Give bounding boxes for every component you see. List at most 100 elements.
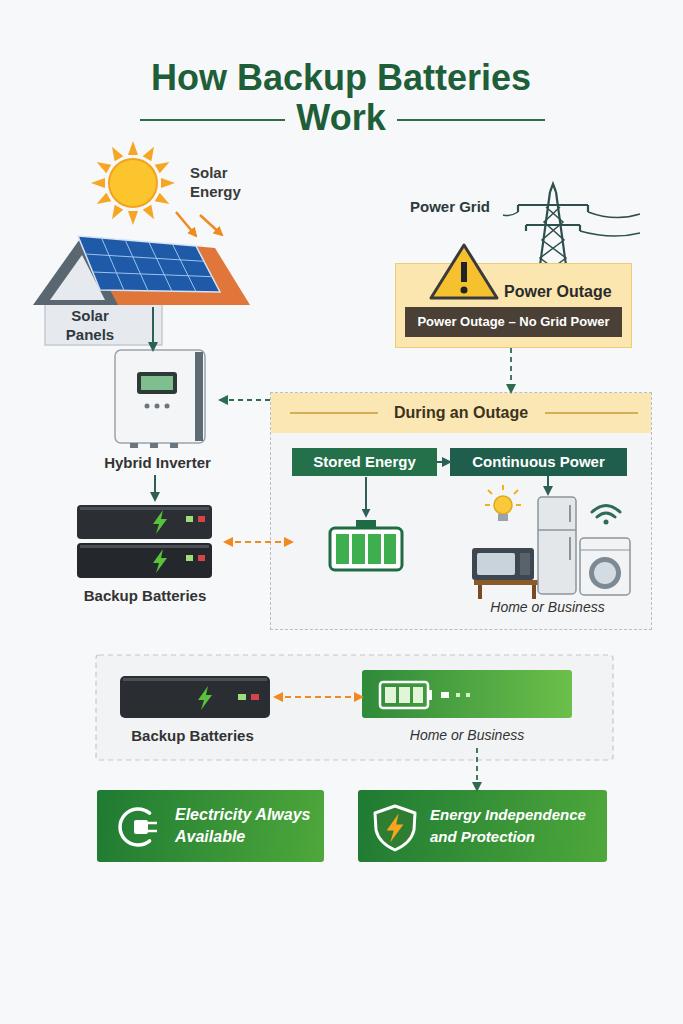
power-tower [580, 231, 640, 236]
battery-module-node: Backup Batteries [110, 670, 275, 748]
summary-panel [96, 655, 613, 760]
outage-box: Power OutagePower Outage – No Grid Power [395, 263, 632, 348]
stored-energy: Stored Energy [292, 448, 437, 573]
sun-icon [161, 178, 175, 188]
inverter-icon [115, 350, 205, 448]
battery-module [120, 676, 270, 718]
power-tower [526, 224, 580, 226]
house-illustration [85, 238, 212, 292]
flow-arrow [154, 475, 156, 500]
house-illustration [172, 244, 196, 292]
sun-icon [91, 141, 175, 225]
power-tower [587, 205, 589, 212]
house-illustration [45, 300, 162, 345]
inverter-icon [170, 443, 178, 448]
solar-panel-house: Solar Panels [35, 235, 250, 307]
summary-panel [96, 655, 613, 760]
house-illustration [78, 236, 220, 292]
flow-arrow [152, 307, 154, 350]
power-tower [588, 212, 640, 218]
house-illustration [102, 238, 124, 290]
sun-icon [143, 205, 159, 222]
battery-stack [153, 549, 167, 573]
node-label: Solar Panels [55, 306, 125, 344]
node-label: Power Outage – No Grid Power [405, 307, 622, 337]
battery-stack [186, 516, 193, 522]
house-illustration [85, 254, 204, 261]
node-label: Continuous Power [450, 448, 627, 476]
battery-module [251, 694, 259, 700]
sun-icon [94, 193, 111, 209]
sun-icon [94, 158, 111, 174]
title-rule [140, 119, 285, 121]
battery-module [198, 686, 212, 710]
power-tower [525, 225, 527, 231]
battery-module [123, 678, 267, 681]
sun-icon [128, 211, 138, 225]
power-grid: Power Grid [410, 183, 610, 263]
node-label: Home or Business [362, 726, 572, 744]
node-label: Solar Energy [190, 163, 250, 201]
power-tower [579, 225, 581, 231]
sun-icon [143, 144, 159, 161]
power-tower [503, 212, 518, 216]
sun-icon [155, 193, 172, 209]
inverter-icon [195, 352, 203, 441]
home-supply: Home or Business [362, 670, 572, 748]
flow-arrow [200, 215, 222, 235]
home-appliances: Home or Business [460, 494, 635, 618]
outage-panel: During an OutageStored EnergyContinuous … [270, 392, 652, 630]
sun-ray-arrow [176, 212, 196, 236]
outage-band: Power Outage – No Grid Power [405, 307, 622, 337]
node-label: Power Outage [504, 282, 629, 302]
diagram-title: How Backup Batteries Work [131, 58, 551, 138]
inverter-icon [145, 404, 150, 409]
node-label: Energy Independence and Protection [430, 804, 602, 848]
house-illustration [93, 272, 212, 277]
sun-icon [108, 144, 124, 161]
battery-stack-node: Backup Batteries [65, 500, 225, 608]
power-tower [517, 205, 519, 212]
inverter-icon [165, 404, 170, 409]
sun-icon [91, 141, 175, 225]
sun-icon [91, 178, 105, 188]
battery-stack [77, 505, 212, 539]
inverter-icon [137, 372, 177, 394]
continuous-power: Continuous Power [450, 448, 627, 476]
battery-stack [80, 507, 209, 510]
flow-arrow [275, 696, 362, 698]
flow-arrow [547, 476, 549, 494]
benefit-box: Energy Independence and Protection [358, 790, 607, 862]
benefit-box: Electricity Always Available [97, 790, 324, 862]
battery-stack [77, 505, 212, 578]
house-illustration [125, 240, 148, 291]
sun-source: Solar Energy [95, 145, 245, 215]
node-label: Power Grid [410, 197, 502, 216]
battery-stack [186, 555, 193, 561]
house-illustration [149, 242, 172, 291]
inverter-icon [115, 350, 205, 443]
node-label: Hybrid Inverter [95, 453, 220, 472]
flow-arrow [225, 541, 292, 543]
power-tower [550, 184, 556, 192]
inverter-icon [150, 443, 158, 448]
house-illustration [33, 236, 250, 345]
node-label: Stored Energy [292, 448, 437, 476]
battery-stack [198, 555, 205, 561]
battery-stack [153, 510, 167, 534]
sun-ray-arrow [176, 212, 196, 236]
sun-icon [108, 205, 124, 222]
node-label: Electricity Always Available [175, 804, 320, 848]
battery-module [120, 676, 270, 718]
inverter-icon [141, 376, 173, 390]
flow-arrow [220, 399, 270, 401]
hybrid-inverter: Hybrid Inverter [95, 350, 220, 475]
flow-arrow [510, 348, 512, 392]
power-tower [518, 204, 588, 206]
battery-stack [198, 516, 205, 522]
battery-stack [80, 545, 209, 548]
node-label: Backup Batteries [110, 726, 275, 745]
battery-module [238, 694, 246, 700]
node-label: Backup Batteries [65, 586, 225, 605]
